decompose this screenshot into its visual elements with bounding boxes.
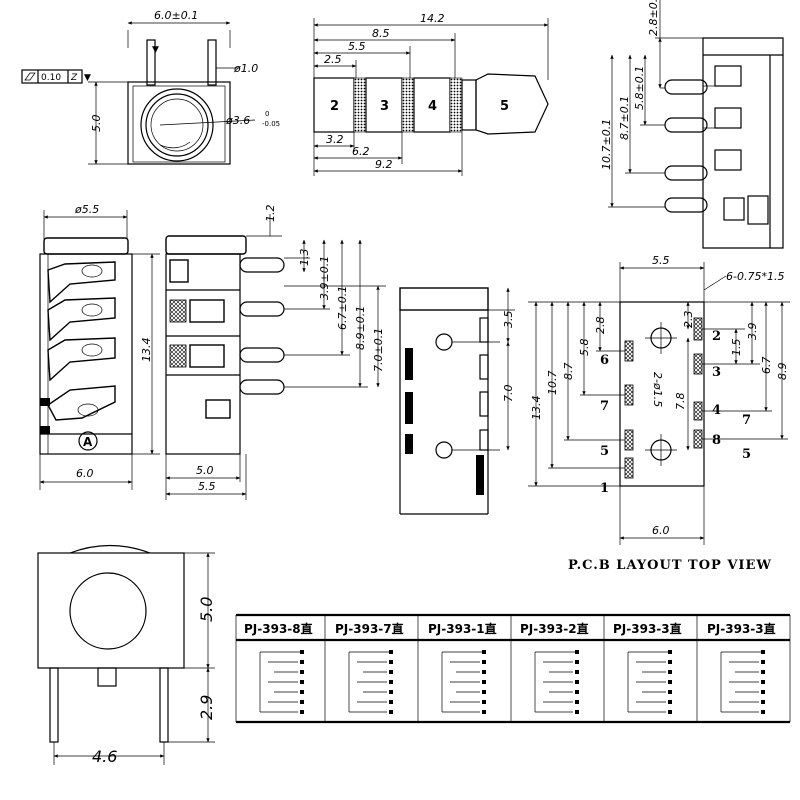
pcb-hole-note: 2-ø1.5 bbox=[651, 372, 664, 407]
schematic-cell bbox=[259, 650, 304, 714]
pcb-label-2: 2 bbox=[712, 329, 721, 344]
tsv-70: 7.0 bbox=[502, 385, 515, 403]
bottom-view: 5.0 2.9 4.6 bbox=[37, 544, 216, 766]
pcb-ld-28: 2.8 bbox=[594, 317, 607, 335]
tr-87-dim: 8.7±0.1 bbox=[618, 96, 631, 140]
plug-seg-2: 2 bbox=[330, 99, 339, 114]
tr-28-dim: 2.8±0.1 bbox=[647, 0, 660, 36]
pcb-label-5r: 5 bbox=[742, 447, 751, 462]
ms-55: 5.5 bbox=[198, 480, 216, 493]
model-header-5: PJ-393-3直 bbox=[613, 621, 682, 636]
pcb-label-7r: 7 bbox=[742, 413, 751, 428]
model-header-3: PJ-393-1直 bbox=[428, 621, 497, 636]
left-side-view: ø5.5 A 13.4 6.0 bbox=[39, 203, 160, 490]
pcb-title: P.C.B LAYOUT TOP VIEW bbox=[568, 558, 772, 573]
pcb-layout: 5.5 6-0.75*1.5 2-ø1.5 6 7 5 1 2 3 4 8 7 … bbox=[528, 254, 790, 573]
third-side-view: 3.5 7.0 bbox=[399, 287, 515, 515]
plug-25-dim: 2.5 bbox=[324, 53, 342, 66]
schematic-cells bbox=[259, 650, 765, 714]
front-height-dim: 5.0 bbox=[90, 115, 103, 133]
model-header-1: PJ-393-8直 bbox=[244, 621, 313, 636]
bv-pin-len: 2.9 bbox=[197, 695, 216, 720]
pcb-rd-89: 8.9 bbox=[776, 363, 789, 381]
plug-32-dim: 3.2 bbox=[326, 133, 344, 146]
model-header-4: PJ-393-2直 bbox=[520, 621, 589, 636]
pcb-rd-15: 1.5 bbox=[730, 339, 743, 357]
model-header-2: PJ-393-7直 bbox=[335, 621, 404, 636]
front-width-dim: 6.0±0.1 bbox=[154, 9, 198, 22]
bv-width: 4.6 bbox=[92, 747, 117, 766]
pcb-bottom-width: 6.0 bbox=[652, 524, 670, 537]
plug-view: 14.2 8.5 5.5 2.5 2 3 4 5 3.2 6.2 9.2 bbox=[313, 12, 549, 176]
model-header-6: PJ-393-3直 bbox=[707, 621, 776, 636]
schematic-cell bbox=[348, 650, 393, 714]
plug-total-dim: 14.2 bbox=[420, 12, 445, 25]
pcb-label-1: 1 bbox=[600, 481, 609, 496]
pcb-ld-87: 8.7 bbox=[562, 363, 575, 381]
schematic-cell bbox=[627, 650, 672, 714]
tolerance-datum: Z bbox=[70, 73, 78, 83]
ms-39: 3.9±0.1 bbox=[318, 256, 331, 300]
tr-58-dim: 5.8±0.1 bbox=[633, 66, 646, 110]
top-right-view: 2.8±0.1 5.8±0.1 8.7±0.1 10.7±0.1 bbox=[600, 0, 784, 249]
plug-55-dim: 5.5 bbox=[348, 40, 366, 53]
plug-seg-3: 3 bbox=[380, 99, 389, 114]
pin-dia-dim: ø1.0 bbox=[233, 62, 258, 75]
tsv-35: 3.5 bbox=[502, 311, 515, 329]
pcb-top-width: 5.5 bbox=[652, 254, 670, 267]
tolerance-value: 0.10 bbox=[41, 73, 61, 83]
pcb-rd-78: 7.8 bbox=[674, 393, 687, 411]
ls-height: 13.4 bbox=[140, 338, 153, 363]
pcb-label-4: 4 bbox=[712, 403, 721, 418]
mid-side-view: 1.2 1.3 3.9±0.1 6.7±0.1 8.9±0.1 7.0±0.1 … bbox=[165, 205, 386, 500]
pcb-label-7: 7 bbox=[600, 399, 609, 414]
ms-50: 5.0 bbox=[196, 464, 214, 477]
datum-triangle-icon: ▼ bbox=[84, 73, 91, 83]
ms-13: 1.3 bbox=[298, 249, 311, 267]
plug-62-dim: 6.2 bbox=[352, 145, 370, 158]
pcb-label-8: 8 bbox=[712, 433, 721, 448]
pcb-rd-67: 6.7 bbox=[760, 357, 773, 375]
ms-12: 1.2 bbox=[264, 205, 277, 223]
ls-bottom-width: 6.0 bbox=[76, 467, 94, 480]
tr-107-dim: 10.7±0.1 bbox=[600, 119, 613, 170]
front-view: 6.0±0.1 ▼ ø3.6 0 -0.05 ø1.0 5.0 0.10 Z ▼ bbox=[21, 9, 280, 165]
model-table: PJ-393-8直 PJ-393-7直 PJ-393-1直 PJ-393-2直 … bbox=[235, 613, 791, 724]
datum-triangle-icon: ▼ bbox=[152, 45, 159, 55]
pcb-rd-23: 2.3 bbox=[682, 311, 695, 329]
pcb-label-5l: 5 bbox=[600, 444, 609, 459]
bv-height: 5.0 bbox=[197, 597, 216, 622]
pcb-label-3: 3 bbox=[712, 365, 721, 380]
schematic-cell bbox=[441, 650, 486, 714]
plug-92-dim: 9.2 bbox=[375, 158, 393, 171]
plug-seg-5: 5 bbox=[500, 99, 509, 114]
plug-85-dim: 8.5 bbox=[372, 27, 390, 40]
pcb-rd-39: 3.9 bbox=[746, 323, 759, 341]
ms-67: 6.7±0.1 bbox=[336, 286, 349, 330]
hole-dia-dim: ø3.6 bbox=[225, 114, 250, 127]
pcb-pad-note: 6-0.75*1.5 bbox=[726, 270, 784, 283]
plug-seg-4: 4 bbox=[428, 99, 437, 114]
schematic-cell bbox=[534, 650, 579, 714]
ms-89: 8.9±0.1 bbox=[354, 306, 367, 350]
pcb-ld-134: 13.4 bbox=[530, 396, 543, 421]
ms-70: 7.0±0.1 bbox=[372, 328, 385, 372]
ls-marker: A bbox=[83, 435, 93, 449]
hole-tol-lower: -0.05 bbox=[262, 120, 280, 128]
ls-top-dia: ø5.5 bbox=[74, 203, 99, 216]
schematic-cell bbox=[720, 650, 765, 714]
pcb-label-6: 6 bbox=[600, 353, 609, 368]
hole-tol-upper: 0 bbox=[265, 110, 269, 118]
pcb-ld-58: 5.8 bbox=[578, 339, 591, 357]
pcb-ld-107: 10.7 bbox=[546, 371, 559, 396]
